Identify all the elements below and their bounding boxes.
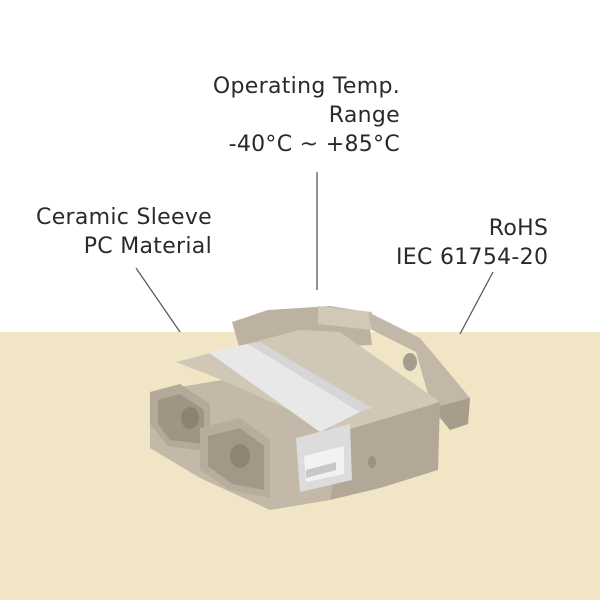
operating-temp-label: Operating Temp. Range -40°C ~ +85°C	[213, 72, 400, 159]
rohs-label: RoHS IEC 61754-20	[396, 214, 548, 272]
ceramic-sleeve-label: Ceramic Sleeve PC Material	[36, 203, 212, 261]
rohs-text: RoHS	[488, 216, 549, 241]
ceramic-sleeve-text: Ceramic Sleeve	[36, 205, 212, 230]
pc-material-text: PC Material	[83, 234, 212, 259]
operating-temp-title: Operating Temp.	[212, 74, 400, 99]
iec-standard-text: IEC 61754-20	[396, 245, 549, 270]
operating-temp-value: -40°C ~ +85°C	[228, 132, 400, 157]
operating-temp-range-word: Range	[328, 103, 400, 128]
leader-line-rohs	[459, 271, 494, 335]
leader-line-ceramic	[135, 267, 181, 333]
